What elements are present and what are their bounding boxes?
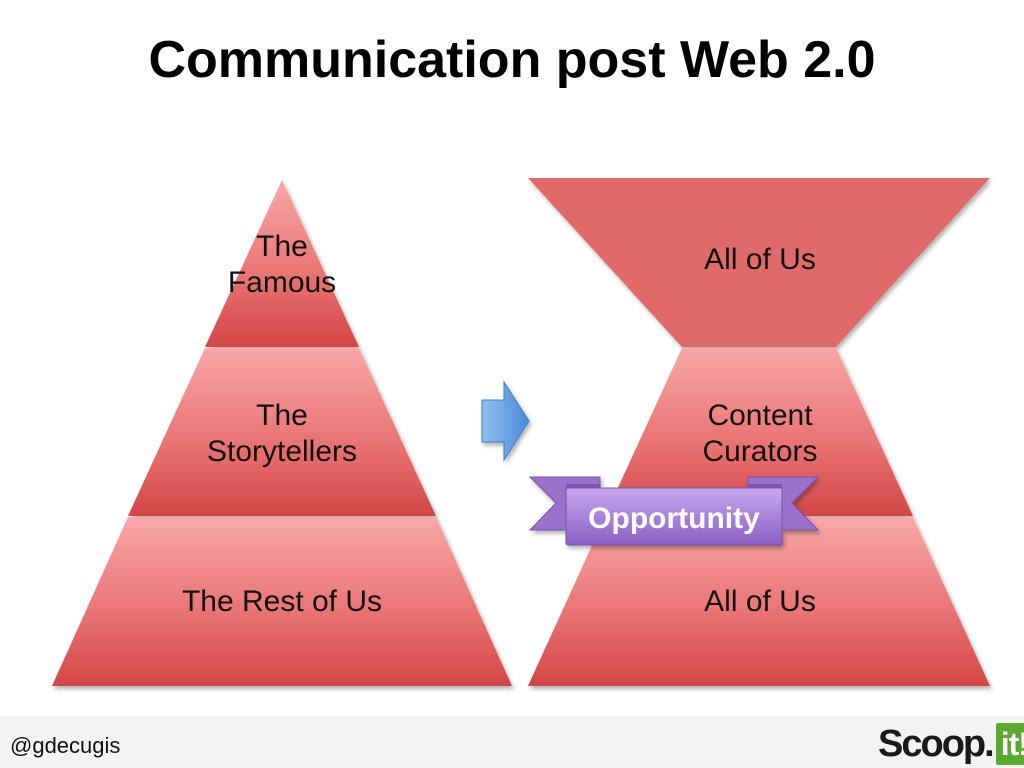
banner-body: [565, 487, 783, 546]
footer-bar: [0, 716, 1024, 768]
right-bottom-tier: [528, 517, 990, 686]
left-top-label-line2: Famous: [228, 266, 336, 299]
left-pyramid-top-tier: [205, 180, 359, 347]
left-bottom-label: The Rest of Us: [182, 585, 382, 618]
right-arrow-icon: [481, 380, 530, 462]
opportunity-banner: Opportunity: [528, 476, 820, 546]
right-bottom-label: All of Us: [704, 585, 816, 618]
left-pyramid-bottom-tier: [52, 517, 512, 686]
logo-badge: it!: [995, 723, 1024, 765]
right-middle-label-line2: Curators: [702, 435, 817, 468]
logo-wordmark: Scoop.: [878, 722, 995, 765]
right-top-funnel: [528, 178, 990, 347]
left-middle-label-line1: The: [256, 399, 308, 432]
banner-label: Opportunity: [588, 502, 760, 535]
slide-title: Communication post Web 2.0: [148, 31, 876, 89]
author-handle: @gdecugis: [10, 733, 121, 758]
right-top-label: All of Us: [704, 243, 816, 276]
left-top-label-line1: The: [256, 230, 308, 263]
right-middle-label-line1: Content: [707, 399, 813, 432]
left-middle-label-line2: Storytellers: [207, 435, 357, 468]
scoopit-logo: Scoop. it!: [878, 722, 1024, 766]
right-middle-tier: [605, 348, 913, 516]
left-pyramid-middle-tier: [128, 348, 436, 516]
